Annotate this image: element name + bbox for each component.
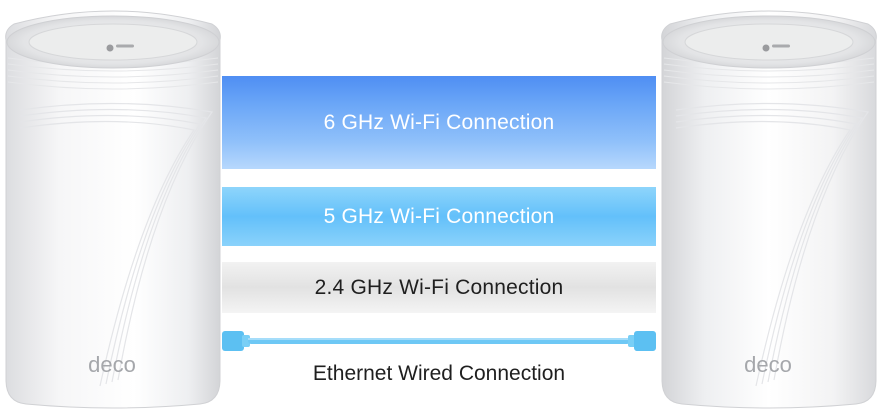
- deco-brand-text-left: deco: [88, 352, 136, 377]
- band-6ghz-label: 6 GHz Wi-Fi Connection: [323, 110, 555, 134]
- tp-link-logo-left: [106, 44, 134, 52]
- deco-brand-text-right: deco: [744, 352, 792, 377]
- band-5ghz: 5 GHz Wi-Fi Connection: [222, 187, 656, 246]
- tp-link-logo-right: [762, 44, 790, 52]
- deco-router-left: deco: [5, 10, 221, 409]
- deco-router-right: deco: [661, 10, 877, 409]
- ethernet-label: Ethernet Wired Connection: [312, 362, 566, 385]
- band-6ghz: 6 GHz Wi-Fi Connection: [222, 76, 656, 169]
- band-5ghz-label: 5 GHz Wi-Fi Connection: [323, 204, 555, 228]
- band-2-4ghz-label: 2.4 GHz Wi-Fi Connection: [314, 275, 564, 299]
- band-2-4ghz: 2.4 GHz Wi-Fi Connection: [222, 262, 656, 313]
- ethernet-cable: [222, 331, 656, 351]
